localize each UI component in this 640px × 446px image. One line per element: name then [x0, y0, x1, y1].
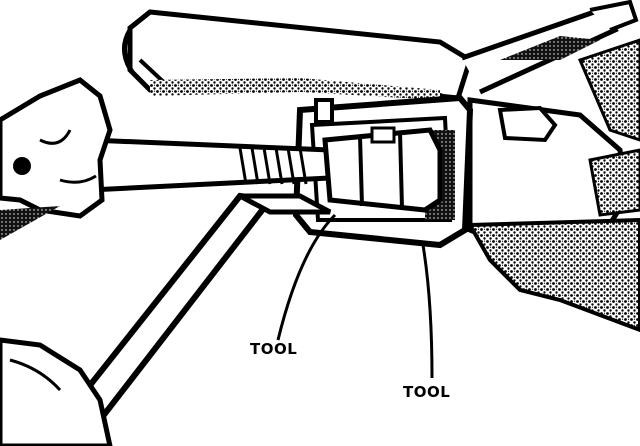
- callout-label-tool-right: TOOL: [403, 383, 451, 401]
- callout-leader-tool-right: [421, 244, 434, 379]
- callout-leader-tool-left: [276, 213, 337, 341]
- wrench-handle: [67, 192, 332, 424]
- right-assembly: [466, 38, 640, 333]
- upper-housing: [122, 0, 639, 102]
- threaded-shaft: [87, 126, 443, 213]
- left-hand: [0, 77, 113, 240]
- lower-hand: [0, 337, 113, 446]
- callout-label-tool-left: TOOL: [250, 340, 298, 358]
